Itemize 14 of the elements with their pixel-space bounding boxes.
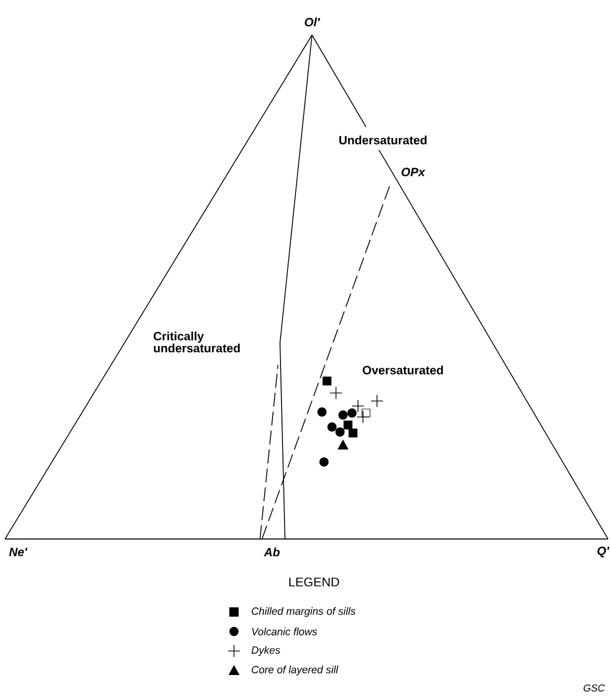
vertex-label: Ab [264, 548, 280, 556]
vertex-label: Q′ [597, 546, 610, 558]
vertex-label: Ol′ [304, 18, 320, 26]
mineral-label: OPx [402, 168, 426, 176]
source-label: GSC [584, 684, 605, 692]
legend-text: Dykes [252, 646, 280, 656]
field-label: Oversaturated [362, 366, 443, 374]
legend-text: Chilled margins of sills [252, 607, 356, 617]
legend-text: Volcanic flows [252, 628, 318, 636]
field-label: Critically undersaturated [154, 332, 240, 352]
field-label: Undersaturated [339, 136, 427, 144]
legend-heading: LEGEND [289, 578, 340, 586]
vertex-label: Ne′ [9, 548, 28, 556]
legend-text: Core of layered sill [252, 666, 338, 676]
